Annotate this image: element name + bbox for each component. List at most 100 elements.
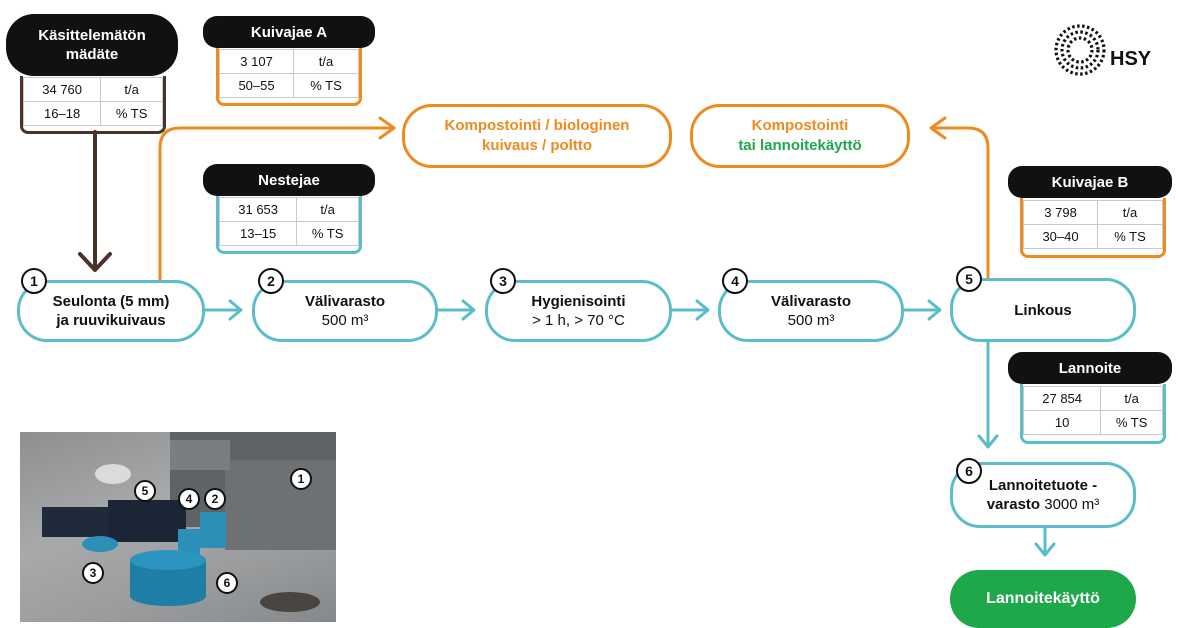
table-cell-unit: t/a [100, 77, 163, 102]
kuivajae-b-table: 3 798 t/a 30–40 % TS [1022, 200, 1163, 249]
storage-tank-bottom [130, 586, 206, 606]
source-title-line2: mädäte [65, 46, 119, 63]
photo-marker-4: 4 [178, 488, 200, 510]
table-cell-value: 31 653 [218, 197, 298, 222]
source-box [20, 76, 166, 134]
step-5-number: 5 [956, 266, 982, 292]
tank-4 [178, 529, 200, 557]
blue-building-a [42, 507, 108, 537]
kompostointi-a-line2: kuivaus / poltto [481, 137, 592, 154]
kuivajae-b-box [1020, 198, 1166, 258]
hsy-logo: HSY [1052, 22, 1162, 78]
step-1-number: 1 [21, 268, 47, 294]
roof-segment [170, 440, 230, 470]
step-2-line1: Välivarasto [304, 293, 386, 310]
step-2-valivarasto: Välivarasto 500 m³ [252, 280, 438, 342]
photo-marker-1: 1 [290, 468, 312, 490]
table-cell-value: 27 854 [1022, 386, 1102, 411]
lannoite-header: Lannoite [1008, 352, 1172, 384]
kompostointi-b-line2: tai lannoitekäyttö [738, 137, 862, 154]
table-row: 50–55 % TS [218, 73, 359, 98]
step-3-line1: Hygienisointi [531, 293, 626, 310]
step-6-line2-capacity: 3000 m³ [1040, 496, 1100, 513]
nestejae-box [216, 196, 362, 254]
arrow-head [929, 116, 947, 140]
arrow-head [977, 434, 999, 449]
lannoite-title: Lannoite [1058, 359, 1122, 377]
arrow-step1-to-kompostointi-a [158, 126, 395, 282]
nestejae-title: Nestejae [258, 171, 320, 189]
arrow-head [461, 299, 476, 321]
table-row: 34 760 t/a [22, 77, 163, 102]
table-row: 3 107 t/a [218, 49, 359, 74]
arrow-step5-to-kompostointi-b [930, 126, 990, 280]
step-4-valivarasto: Välivarasto 500 m³ [718, 280, 904, 342]
step-4-number: 4 [722, 268, 748, 294]
step-3-line2: > 1 h, > 70 °C [532, 312, 625, 329]
step-6-line2-bold: varasto [986, 496, 1041, 513]
table-row: 10 % TS [1022, 410, 1163, 435]
table-cell-value: 34 760 [22, 77, 102, 102]
photo-marker-6: 6 [216, 572, 238, 594]
table-cell-value: 10 [1022, 410, 1102, 435]
table-cell-unit: % TS [1100, 410, 1163, 435]
kompostointi-b-line1: Kompostointi [751, 117, 849, 134]
step-3-number: 3 [490, 268, 516, 294]
table-cell-unit: t/a [1100, 386, 1163, 411]
plant-illustration [42, 432, 336, 612]
arrow-head [378, 116, 396, 140]
kuivajae-a-table: 3 107 t/a 50–55 % TS [218, 49, 359, 98]
table-cell-unit: % TS [293, 73, 359, 98]
plant-aerial-photo: 1 2 3 4 5 6 [20, 432, 336, 622]
photo-marker-2: 2 [204, 488, 226, 510]
table-cell-value: 16–18 [22, 101, 102, 126]
table-row: 31 653 t/a [218, 197, 359, 222]
table-cell-value: 13–15 [218, 221, 298, 246]
kuivajae-a-header: Kuivajae A [203, 16, 375, 48]
logo-text: HSY [1110, 48, 1152, 70]
table-cell-value: 3 107 [218, 49, 295, 74]
lannoite-table: 27 854 t/a 10 % TS [1022, 386, 1163, 435]
step-2-number: 2 [258, 268, 284, 294]
arrow-head [695, 299, 710, 321]
hygienisointi-unit [82, 536, 118, 552]
lannoite-box [1020, 384, 1166, 444]
soil-pile [260, 592, 320, 612]
source-header: Käsittelemätön mädäte [6, 14, 178, 76]
table-cell-unit: % TS [100, 101, 163, 126]
source-table: 34 760 t/a 16–18 % TS [22, 77, 163, 126]
nestejae-header: Nestejae [203, 164, 375, 196]
step-5-linkous: Linkous [950, 278, 1136, 342]
step-2-line2: 500 m³ [321, 312, 369, 329]
table-cell-unit: t/a [293, 49, 359, 74]
kompostointi-b-output: Kompostointi tai lannoitekäyttö [690, 104, 910, 168]
final-label: Lannoitekäyttö [986, 590, 1100, 607]
table-cell-value: 3 798 [1022, 200, 1099, 225]
kuivajae-b-header: Kuivajae B [1008, 166, 1172, 198]
step-6-line2: varasto 3000 m³ [987, 495, 1100, 514]
kompostointi-a-line1: Kompostointi / biologinen [444, 117, 630, 134]
gas-dome [95, 464, 131, 484]
table-cell-value: 50–55 [218, 73, 295, 98]
table-row: 3 798 t/a [1022, 200, 1163, 225]
table-cell-value: 30–40 [1022, 224, 1099, 249]
storage-tank-top [130, 550, 206, 570]
arrow-head [927, 299, 942, 321]
step-3-hygienisointi: Hygienisointi > 1 h, > 70 °C [485, 280, 672, 342]
main-building [225, 460, 336, 550]
kuivajae-a-box [216, 48, 362, 106]
hsy-swirl-icon [1054, 24, 1106, 76]
step-1-line2: ja ruuvikuivaus [56, 312, 166, 329]
tank-2 [200, 512, 226, 548]
table-cell-unit: t/a [1097, 200, 1163, 225]
table-cell-unit: t/a [296, 197, 359, 222]
step-6-lannoitetuotevarasto: Lannoitetuote - varasto 3000 m³ [950, 462, 1136, 528]
photo-marker-3: 3 [82, 562, 104, 584]
source-title-line1: Käsittelemätön [38, 27, 146, 44]
step-6-number: 6 [956, 458, 982, 484]
table-row: 13–15 % TS [218, 221, 359, 246]
arrow-head [228, 299, 243, 321]
arrow-head [1034, 542, 1056, 557]
table-row: 30–40 % TS [1022, 224, 1163, 249]
step-4-line1: Välivarasto [770, 293, 852, 310]
